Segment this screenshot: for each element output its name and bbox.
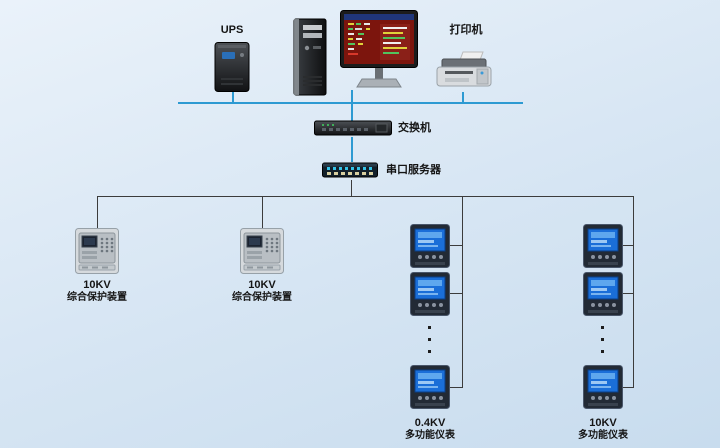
protection1-drop-line (97, 197, 98, 228)
network-bus-line (178, 102, 523, 104)
ellipsis-dots (428, 326, 431, 362)
meter-stub-line (623, 387, 633, 388)
meter-col2-label: 10KV 多功能仪表 (553, 417, 653, 442)
serial-server-label: 串口服务器 (386, 164, 441, 176)
meter-stub-line (623, 245, 633, 246)
computer-tower-icon (293, 18, 327, 96)
protection1-label: 10KV 综合保护装置 (47, 279, 147, 304)
network-switch-icon (314, 120, 392, 136)
protection-device-icon (75, 228, 119, 274)
meter-col1-riser-line (462, 197, 463, 388)
meter-col2-riser-line (633, 197, 634, 388)
multifunction-meter-icon (410, 224, 450, 268)
meter-col2-name: 多功能仪表 (578, 430, 628, 441)
distribution-bus-line (97, 196, 634, 197)
multifunction-meter-icon (583, 365, 623, 409)
meter-col2-voltage: 10KV (589, 417, 617, 429)
ups-label: UPS (220, 24, 244, 36)
protection2-voltage: 10KV (248, 279, 276, 291)
ellipsis-dots (601, 326, 604, 362)
protection2-name: 综合保护装置 (232, 292, 292, 303)
meter-stub-line (450, 293, 462, 294)
switch-label: 交换机 (398, 122, 431, 134)
meter-stub-line (450, 245, 462, 246)
ups-icon (214, 42, 250, 92)
multifunction-meter-icon (583, 224, 623, 268)
meter-stub-line (623, 293, 633, 294)
protection1-voltage: 10KV (83, 279, 111, 291)
multifunction-meter-icon (583, 272, 623, 316)
meter-col1-label: 0.4KV 多功能仪表 (380, 417, 480, 442)
switch-to-serial-line (351, 137, 353, 162)
multifunction-meter-icon (410, 365, 450, 409)
protection1-name: 综合保护装置 (67, 292, 127, 303)
monitor-icon (340, 10, 418, 88)
multifunction-meter-icon (410, 272, 450, 316)
protection2-label: 10KV 综合保护装置 (212, 279, 312, 304)
meter-col1-name: 多功能仪表 (405, 430, 455, 441)
printer-label: 打印机 (449, 24, 483, 36)
serial-down-line (351, 180, 352, 196)
printer-connector-line (462, 92, 464, 102)
computer-connector-line (351, 90, 353, 102)
printer-icon (436, 51, 492, 87)
ups-connector-line (232, 92, 234, 102)
protection-device-icon (240, 228, 284, 274)
meter-stub-line (450, 387, 462, 388)
protection2-drop-line (262, 197, 263, 228)
serial-server-icon (322, 162, 378, 178)
bus-to-switch-line (351, 104, 353, 121)
meter-col1-voltage: 0.4KV (414, 417, 446, 429)
